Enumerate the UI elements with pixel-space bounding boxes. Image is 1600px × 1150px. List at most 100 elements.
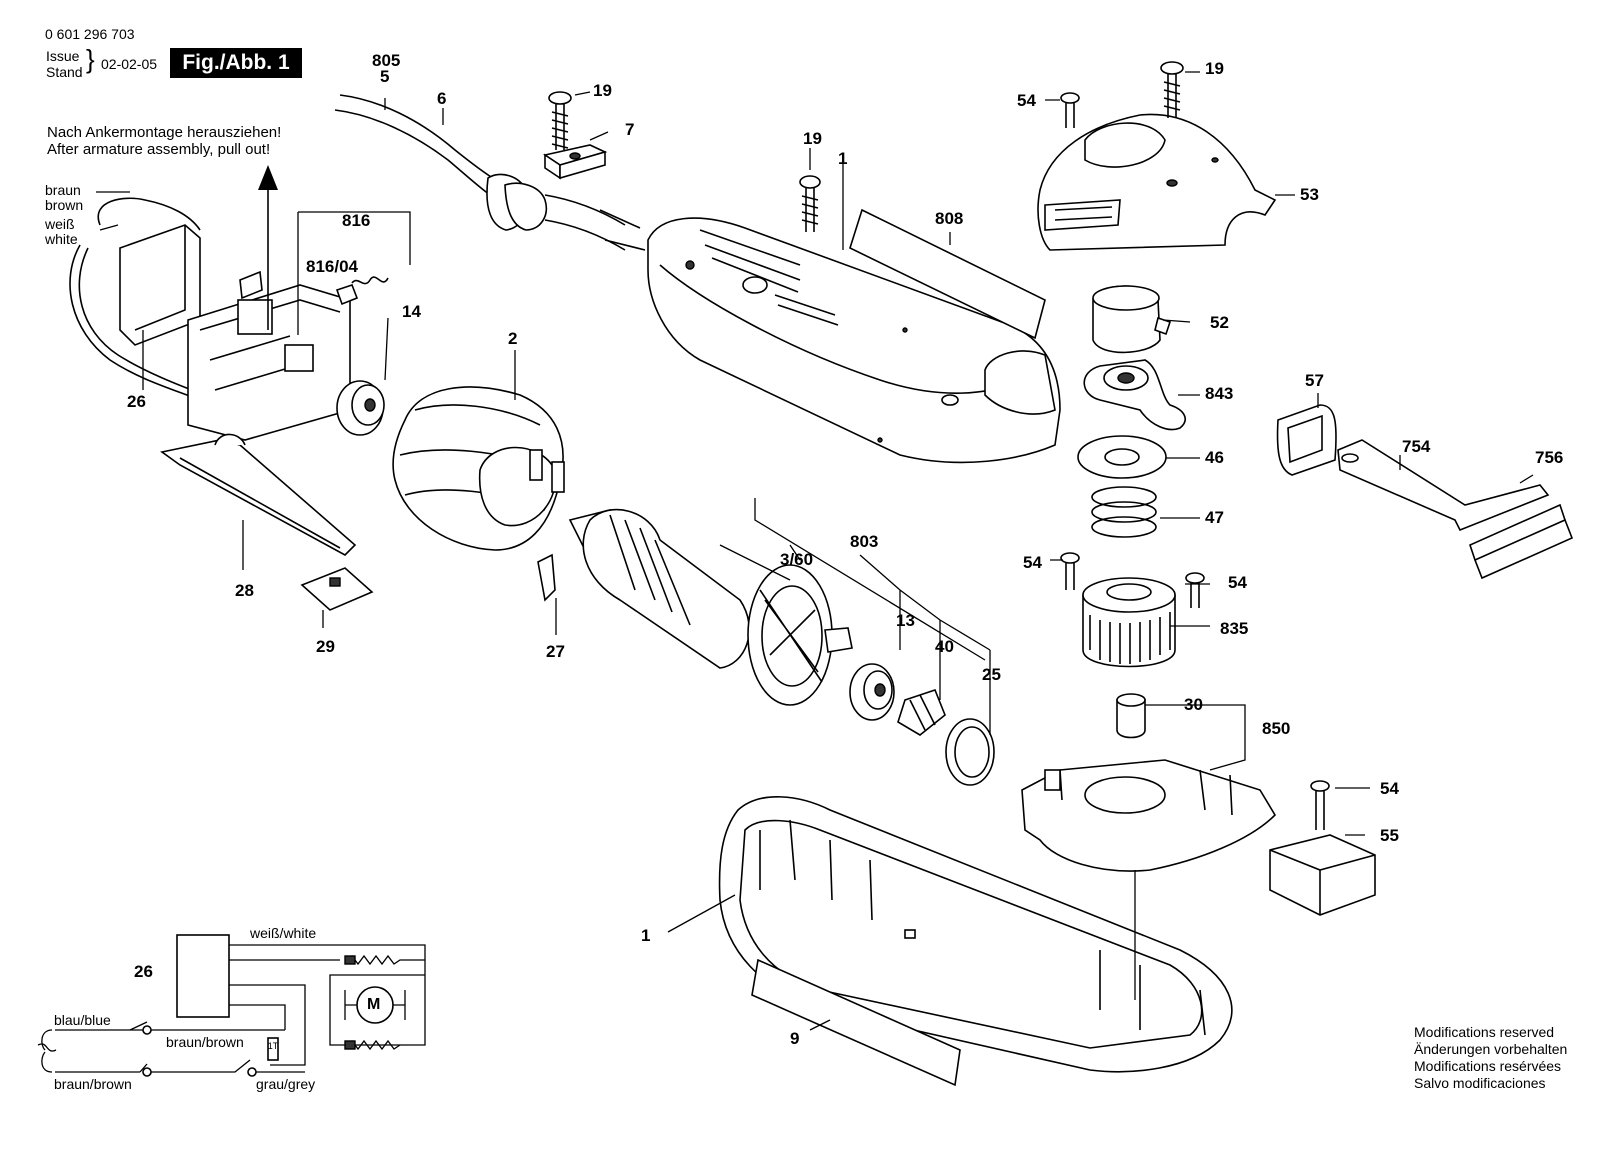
part-label-1-bottom: 1 — [641, 926, 651, 945]
part-label-754: 754 — [1402, 437, 1431, 456]
part-label-19-c: 19 — [1205, 59, 1224, 78]
part-label-5: 5 — [380, 67, 390, 86]
wiring-braun-brown-2: braun/brown — [54, 1076, 132, 1092]
arm-754 — [1337, 439, 1550, 532]
screw-54-b — [1185, 572, 1205, 608]
part-label-40: 40 — [935, 637, 954, 656]
screw-and-clamp — [542, 91, 608, 180]
part-label-805: 805 — [372, 51, 401, 70]
bearing-14 — [336, 380, 385, 436]
part-label-756: 756 — [1535, 448, 1564, 467]
part-label-30: 30 — [1184, 695, 1203, 714]
part-label-835: 835 — [1220, 619, 1249, 638]
part-27 — [537, 553, 556, 602]
part-label-816-04: 816/04 — [306, 257, 358, 276]
part-label-55: 55 — [1380, 826, 1399, 845]
part-label-57: 57 — [1305, 371, 1324, 390]
bearing-13 — [849, 663, 895, 721]
part-label-26: 26 — [127, 392, 146, 411]
part-label-2: 2 — [508, 329, 518, 348]
part-label-19-a: 19 — [593, 81, 612, 100]
part-label-53: 53 — [1300, 185, 1319, 204]
pull-out-arrow — [258, 165, 278, 330]
cap-52 — [1092, 285, 1172, 354]
ring-25 — [945, 718, 995, 786]
washer-46 — [1077, 435, 1167, 479]
wiring-blau-blue: blau/blue — [54, 1012, 111, 1028]
footer-line-2: Änderungen vorbehalten — [1414, 1041, 1568, 1057]
bearing-plate-843 — [1083, 359, 1186, 431]
part-label-850: 850 — [1262, 719, 1291, 738]
wire-white: white — [45, 231, 78, 247]
part-label-52: 52 — [1210, 313, 1229, 332]
part-label-843: 843 — [1205, 384, 1234, 403]
part-label-1-top: 1 — [838, 149, 848, 168]
power-cable — [334, 94, 646, 251]
leader-lines — [96, 71, 1534, 1031]
issue-label: Issue — [46, 48, 80, 64]
part-label-19-b: 19 — [803, 129, 822, 148]
gear-835 — [1082, 577, 1176, 668]
part-label-14: 14 — [402, 302, 421, 321]
issue-date: 02-02-05 — [101, 56, 158, 72]
wiring-component-26: 26 — [134, 962, 153, 981]
rubber-57 — [1276, 404, 1337, 476]
wiring-motor-label: M — [367, 996, 381, 1013]
component-26-box — [176, 934, 230, 1018]
figure-label: Fig./Abb. 1 — [170, 48, 302, 78]
part-label-3-60: 3/60 — [780, 550, 814, 569]
part-label-803: 803 — [850, 532, 879, 551]
part-label-7: 7 — [625, 120, 635, 139]
instruction-en: After armature assembly, pull out! — [47, 141, 271, 158]
wire-braun: braun — [45, 182, 81, 198]
part-label-54-a: 54 — [1017, 91, 1036, 110]
part-number: 0 601 296 703 — [45, 26, 135, 42]
gear-housing-850 — [1021, 759, 1277, 872]
part-label-28: 28 — [235, 581, 254, 600]
spring-47 — [1091, 486, 1157, 538]
housing-top — [647, 217, 1061, 464]
stand-label: Stand — [46, 64, 83, 80]
carbon-brush — [335, 276, 389, 306]
screw-54-a — [1060, 552, 1080, 590]
wire-weiss: weiß — [45, 216, 75, 232]
field-coil-2 — [392, 386, 565, 551]
part-label-816: 816 — [342, 211, 371, 230]
screw-19-housing — [799, 175, 821, 232]
label-plate-808 — [849, 208, 1046, 340]
part-label-54-b: 54 — [1023, 553, 1042, 572]
part-label-54-c: 54 — [1228, 573, 1247, 592]
part-label-6: 6 — [437, 89, 447, 108]
pinion-40 — [897, 689, 946, 736]
footer-line-3: Modifications resérvées — [1414, 1058, 1562, 1074]
wiring-diagram — [37, 934, 426, 1077]
screw-54-c — [1310, 780, 1330, 830]
footer-line-1: Modifications reserved — [1414, 1024, 1555, 1040]
part-label-46: 46 — [1205, 448, 1224, 467]
wiring-capacitor-symbol: 1T — [267, 1041, 279, 1051]
part-label-808: 808 — [935, 209, 964, 228]
switch-assembly — [69, 197, 351, 441]
guide-756 — [1469, 503, 1574, 580]
wire-brown: brown — [45, 197, 84, 213]
footer-line-4: Salvo modificaciones — [1414, 1075, 1546, 1091]
part-label-9: 9 — [790, 1029, 800, 1048]
issue-brace: } — [86, 44, 95, 74]
part-label-47: 47 — [1205, 508, 1224, 527]
part-label-29: 29 — [316, 637, 335, 656]
bracket-55 — [1269, 834, 1376, 916]
part-label-25: 25 — [982, 665, 1001, 684]
armature — [568, 508, 853, 706]
strip-9 — [751, 958, 961, 1087]
part-label-27: 27 — [546, 642, 565, 661]
instruction-de: Nach Ankermontage herausziehen! — [47, 124, 282, 141]
part-label-54-d: 54 — [1380, 779, 1399, 798]
wiring-grau-grey: grau/grey — [256, 1076, 316, 1092]
part-29 — [300, 567, 374, 611]
cover-53 — [1037, 113, 1277, 251]
fan-3-60 — [747, 564, 833, 706]
plate-28 — [160, 433, 357, 556]
screw-19-cover — [1160, 61, 1184, 118]
